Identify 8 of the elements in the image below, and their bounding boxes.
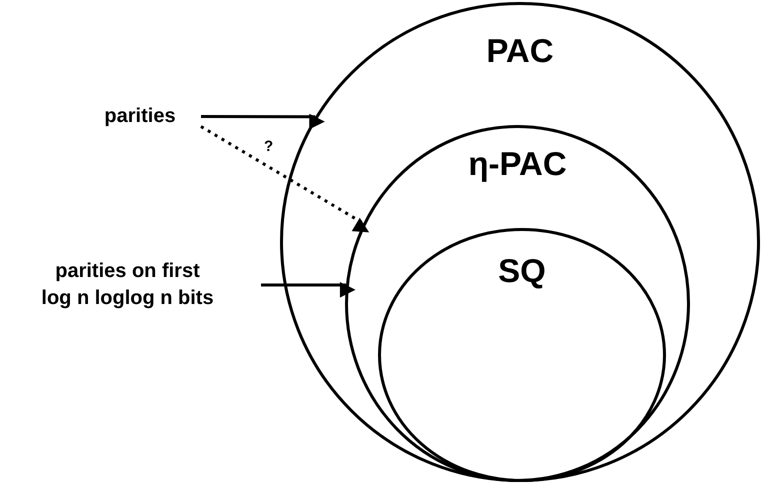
- arrow: [200, 125, 370, 232]
- set-label: PAC: [486, 32, 554, 69]
- set-label: SQ: [498, 252, 546, 289]
- text-label: parities on first log n loglog n bits: [40, 259, 215, 311]
- text-label: parities: [103, 104, 177, 129]
- set-label: η-PAC: [468, 145, 567, 182]
- arrow: [261, 282, 356, 298]
- arrow: [201, 114, 325, 130]
